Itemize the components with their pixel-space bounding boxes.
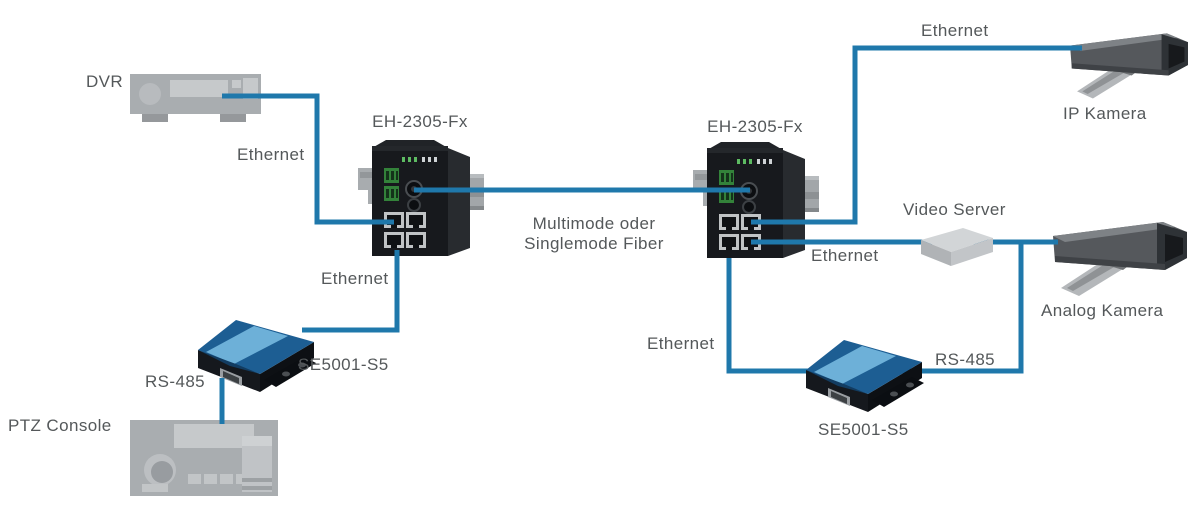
terminal-blocks <box>384 168 399 201</box>
rs485-label-left: RS-485 <box>145 372 206 391</box>
din-rail-switch-icon <box>693 142 819 258</box>
fiber-link-label-line2: Singlemode Fiber <box>524 234 664 254</box>
ptz-console-icon <box>130 420 278 496</box>
connection-switch-left-to-serial-left <box>302 250 400 333</box>
ethernet-label-serial-right: Ethernet <box>647 334 715 353</box>
serial-left-model-label: SE5001-S5 <box>298 355 389 374</box>
cctv-camera-icon <box>1053 222 1187 296</box>
cctv-camera-icon <box>1070 33 1188 99</box>
status-leds <box>402 157 437 162</box>
video-server-icon <box>921 228 993 266</box>
switch-left-model-label: EH-2305-Fx <box>372 112 468 131</box>
rs485-label-right: RS-485 <box>935 350 996 369</box>
connection-dvr-to-switch-left <box>222 93 394 225</box>
ptz-console-label: PTZ Console <box>8 416 112 435</box>
ip-camera-label: IP Kamera <box>1063 104 1147 123</box>
connection-switch-right-to-ip-camera <box>751 45 1082 225</box>
ptz-console-device <box>130 416 280 498</box>
video-server-device <box>915 226 997 268</box>
serial-server-right-device <box>798 326 928 421</box>
analog-camera-device <box>1045 218 1195 298</box>
switch-right-model-label: EH-2305-Fx <box>707 117 803 136</box>
status-leds <box>737 159 772 164</box>
ip-camera-device <box>1063 26 1195 104</box>
serial-server-left-device <box>190 306 320 401</box>
analog-camera-label: Analog Kamera <box>1041 301 1164 320</box>
fiber-link-label: Multimode oder Singlemode Fiber <box>504 214 684 255</box>
fiber-link-label-line1: Multimode oder <box>532 214 656 233</box>
video-server-label: Video Server <box>903 200 1006 219</box>
serial-device-server-icon <box>806 340 924 412</box>
ethernet-label-dvr: Ethernet <box>237 145 305 164</box>
serial-device-server-icon <box>198 320 316 392</box>
ethernet-label-video-server: Ethernet <box>811 246 879 265</box>
ethernet-label-serial-left: Ethernet <box>321 269 389 288</box>
ethernet-label-ip-camera: Ethernet <box>921 21 989 40</box>
dvr-label: DVR <box>86 72 124 91</box>
serial-right-model-label: SE5001-S5 <box>818 420 909 439</box>
switch-right-device <box>691 140 819 265</box>
